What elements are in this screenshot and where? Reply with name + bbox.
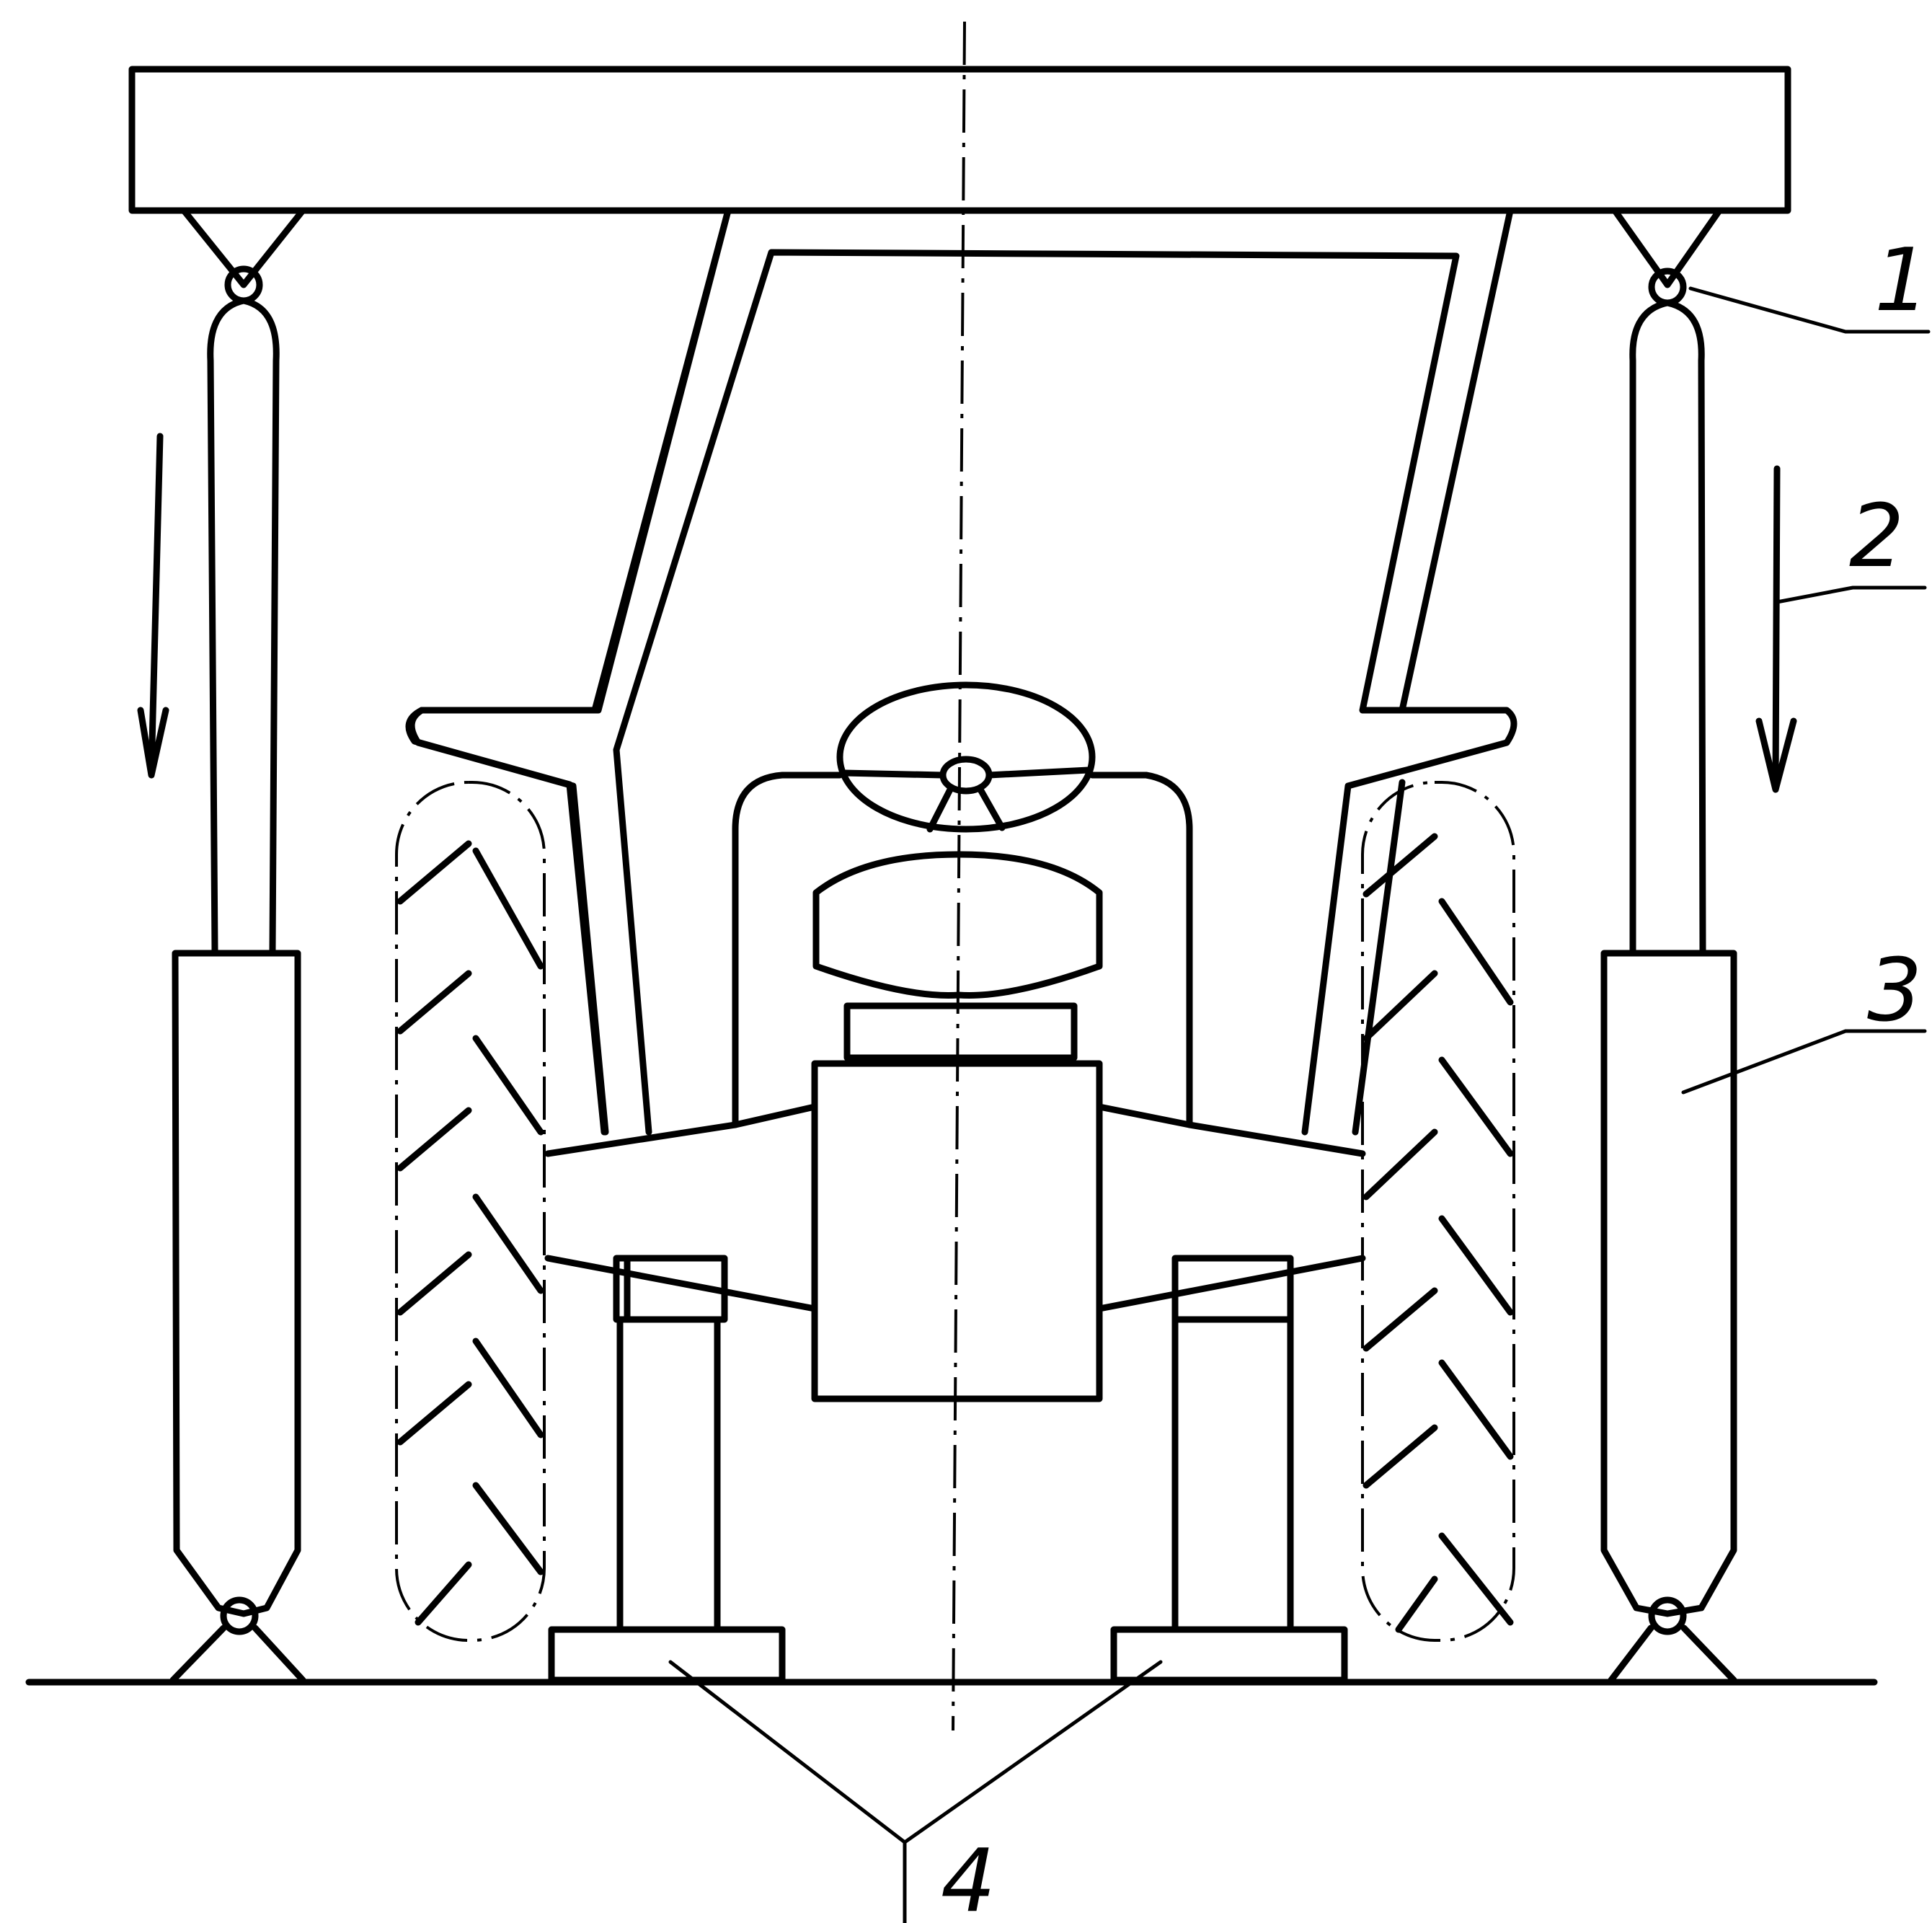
- right-force-arrow: [1755, 465, 1797, 793]
- callout-1: 1: [1874, 231, 1929, 331]
- leader-lines: [668, 286, 1931, 1923]
- callout-3: 3: [1867, 941, 1922, 1041]
- transmission-housing: [811, 1060, 1103, 1402]
- left-rear-tire: [395, 781, 546, 1642]
- right-rear-tire: [1361, 781, 1515, 1642]
- seat-base: [843, 1002, 1078, 1061]
- left-axle-support-stand: [548, 1255, 786, 1684]
- right-axle-support-stand: [1110, 1255, 1348, 1684]
- callout-4: 4: [941, 1831, 996, 1923]
- seat: [812, 851, 1103, 999]
- rear-axle-housing: [544, 1103, 1366, 1312]
- left-hydraulic-cylinder: [169, 207, 306, 1684]
- right-hydraulic-cylinder: [1600, 207, 1737, 1684]
- left-force-arrow: [137, 433, 169, 779]
- load-beam: [128, 66, 1791, 214]
- center-axis-line: [952, 21, 966, 1731]
- steering-wheel: [836, 681, 1096, 833]
- callout-2: 2: [1849, 487, 1904, 587]
- dashboard-outline: [732, 772, 1193, 1128]
